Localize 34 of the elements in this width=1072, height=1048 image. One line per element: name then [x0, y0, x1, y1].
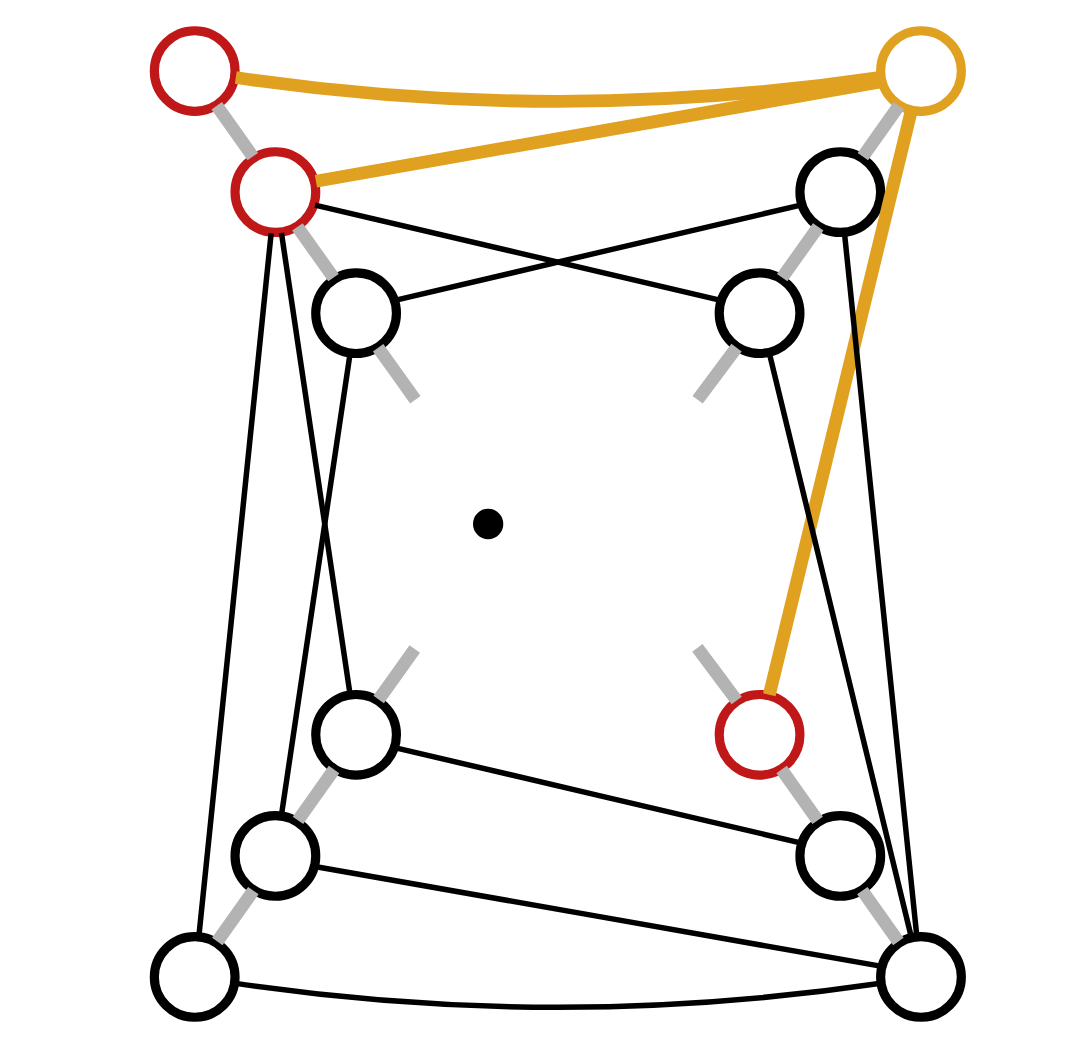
node-dot	[472, 508, 503, 540]
node-circle	[794, 147, 885, 238]
connector	[691, 343, 741, 404]
node-circle	[713, 268, 804, 359]
connector	[234, 980, 881, 1010]
connector	[762, 109, 917, 697]
connector	[691, 644, 741, 705]
connector	[840, 232, 919, 937]
node-circle	[148, 932, 239, 1022]
connector	[393, 202, 801, 304]
connector	[233, 71, 881, 108]
connector	[765, 352, 913, 938]
node-circle	[875, 932, 965, 1022]
connector	[371, 343, 420, 404]
connector	[394, 745, 802, 846]
connector	[313, 202, 721, 304]
connector	[372, 645, 419, 704]
connector	[856, 886, 903, 946]
connector	[775, 223, 823, 282]
node-circle	[148, 26, 239, 116]
node-circle	[713, 689, 804, 780]
node-circle	[229, 147, 320, 238]
connector	[277, 232, 352, 694]
node-circle	[794, 810, 885, 901]
node-circle	[310, 689, 401, 780]
connector	[277, 353, 352, 816]
connector	[856, 102, 904, 161]
node-circle	[310, 268, 401, 359]
connector	[313, 863, 880, 969]
connector	[291, 223, 338, 282]
node-circle	[875, 26, 965, 116]
connector	[195, 232, 273, 937]
node-circle	[229, 810, 320, 901]
connector	[775, 765, 822, 825]
